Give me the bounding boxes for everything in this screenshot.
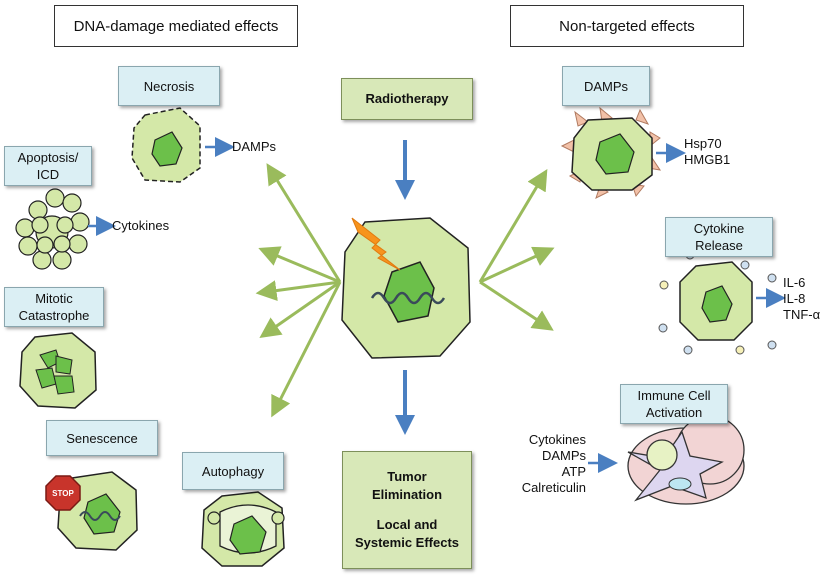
damps-cell [560, 106, 662, 199]
il8-text: IL-8 [783, 291, 806, 306]
immune-in-damps: DAMPs [541, 448, 586, 463]
autophagy-text: Autophagy [201, 463, 265, 479]
radiotherapy-box: Radiotherapy [341, 78, 473, 120]
label-senescence: Senescence [46, 420, 158, 456]
immune-in-cytokines: Cytokines [528, 432, 586, 447]
label-mitotic: Mitotic Catastrophe [4, 287, 104, 327]
necrosis-text: Necrosis [143, 78, 195, 94]
tumor-line1: Tumor [387, 469, 427, 484]
apoptosis-line2: ICD [36, 167, 60, 182]
cytokine-output: IL-6 IL-8 TNF-α [783, 275, 820, 323]
mitotic-cell [19, 332, 97, 409]
stop-sign-icon [45, 475, 81, 511]
cytokine-line1: Cytokine [693, 221, 745, 236]
label-cytokine-release: Cytokine Release [665, 217, 773, 257]
right-green-arrows [478, 168, 555, 331]
hmgb1-text: HMGB1 [684, 152, 731, 167]
tumor-line4: Systemic Effects [354, 535, 460, 550]
senescence-cell [45, 471, 138, 551]
cytokine-line2: Release [695, 238, 743, 253]
immune-in-atp: ATP [561, 464, 586, 479]
il6-text: IL-6 [783, 275, 806, 290]
immune-line1: Immune Cell [637, 388, 711, 403]
tumor-line3: Local and [376, 517, 438, 532]
apoptosis-output: Cytokines [112, 218, 170, 233]
label-immune-activation: Immune Cell Activation [620, 384, 728, 424]
necrosis-cell [131, 107, 201, 183]
tnf-text: TNF-α [783, 307, 821, 322]
immune-inputs: Cytokines DAMPs ATP Calreticulin [502, 432, 586, 496]
label-necrosis: Necrosis [118, 66, 220, 106]
mitotic-line1: Mitotic [35, 291, 73, 306]
apoptosis-cell [15, 188, 90, 270]
label-apoptosis: Apoptosis/ ICD [4, 146, 92, 186]
autophagy-cell [201, 491, 285, 567]
header-dna-damage: DNA-damage mediated effects [54, 5, 298, 47]
cytokine-cell [658, 250, 777, 355]
mitotic-line2: Catastrophe [18, 308, 90, 323]
hsp70-text: Hsp70 [684, 136, 722, 151]
immune-line2: Activation [645, 405, 703, 420]
senescence-text: Senescence [66, 430, 138, 446]
immune-in-calreticulin: Calreticulin [521, 480, 586, 495]
stop-sign-text: STOP [52, 489, 74, 498]
central-cell [341, 217, 471, 359]
damps-text: DAMPs [583, 78, 629, 94]
tumor-line2: Elimination [371, 487, 443, 502]
apoptosis-line1: Apoptosis/ [17, 150, 79, 165]
left-green-arrows [255, 163, 342, 418]
tumor-elimination-box: Tumor Elimination Local and Systemic Eff… [342, 451, 472, 569]
label-damps: DAMPs [562, 66, 650, 106]
radiotherapy-label: Radiotherapy [365, 91, 449, 106]
damps-output: Hsp70 HMGB1 [684, 136, 730, 168]
header-non-targeted: Non-targeted effects [510, 5, 744, 47]
immune-cell [627, 415, 745, 505]
label-autophagy: Autophagy [182, 452, 284, 490]
necrosis-output: DAMPs [232, 139, 277, 154]
